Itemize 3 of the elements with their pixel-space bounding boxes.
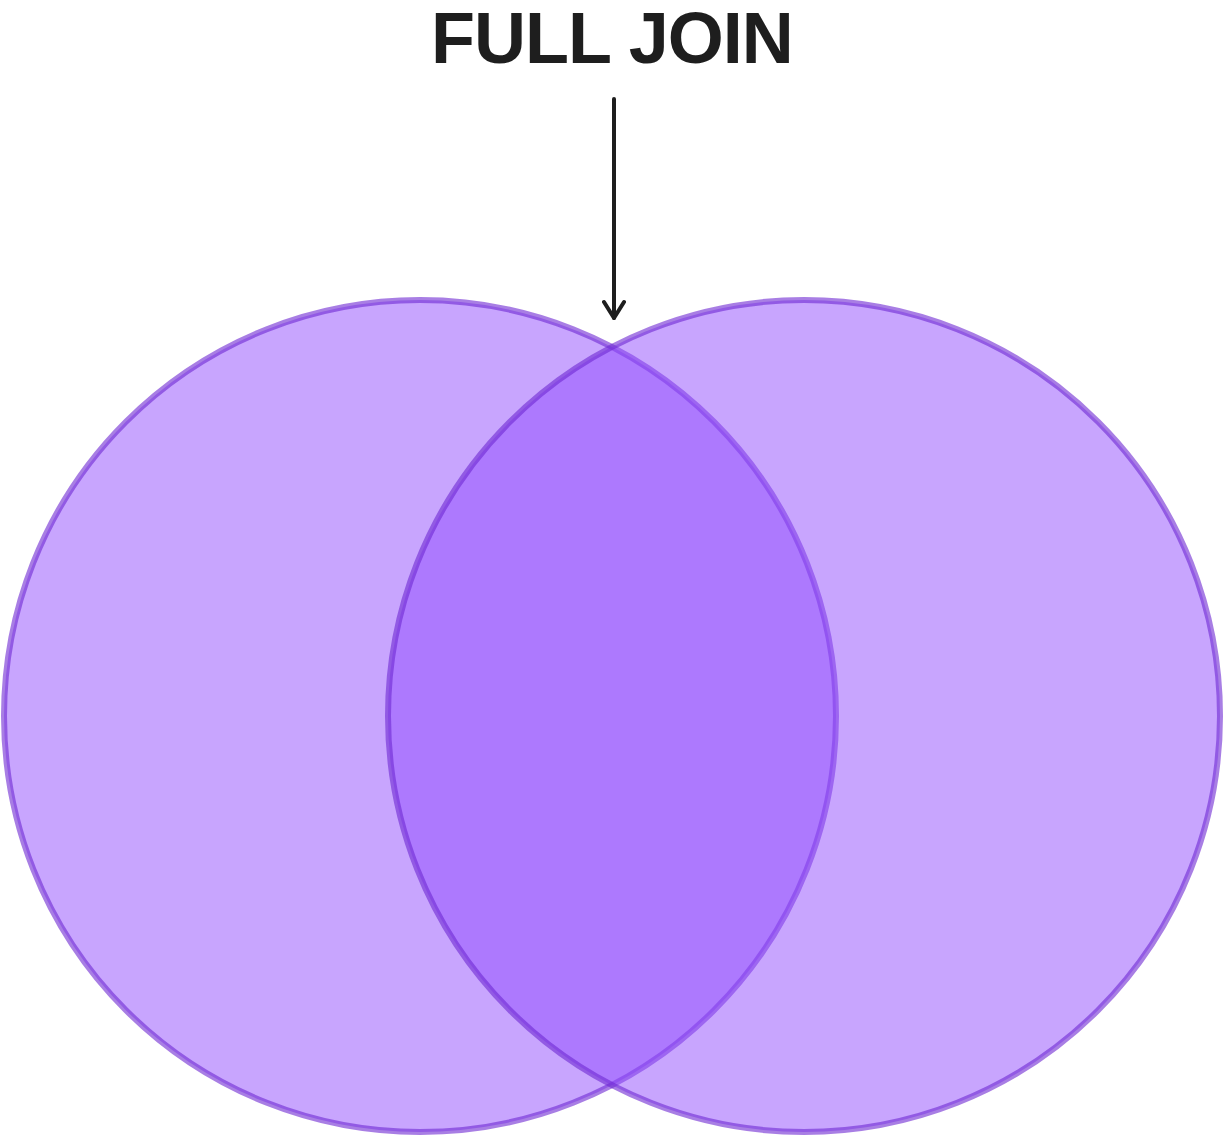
set-circle	[385, 297, 1223, 1135]
join-type-heading: FULL JOIN	[431, 2, 793, 74]
arrow	[602, 97, 626, 320]
